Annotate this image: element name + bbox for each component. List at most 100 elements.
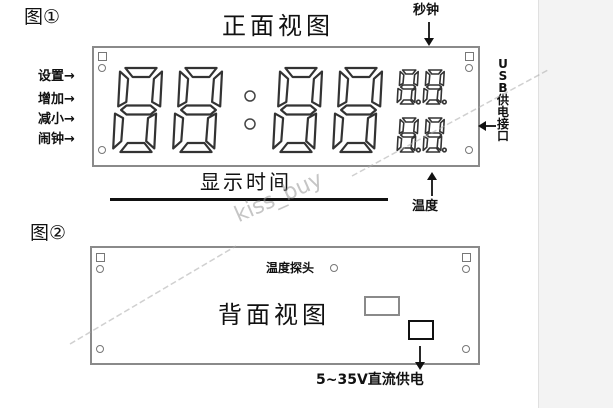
front-corner-hole-bl [98,146,106,154]
main-digit-2-segment-a [184,66,218,79]
power-arrowhead [415,362,425,370]
main-digit-4-segment-b [371,70,384,108]
seconds-arrowhead [424,38,434,46]
main-digit-1-segment-f [117,70,130,108]
seconds-digit-1-segment-a [401,69,417,75]
temperature-digit-1-segment-e [396,135,403,152]
main-digit-4 [332,66,384,154]
arrows [415,22,496,370]
back-corner-hole-tl [96,265,104,273]
temperature-digit-2-segment-f [424,118,431,135]
display-time-label: 显示时间 [200,170,292,194]
main-digit-3-segment-g [280,104,317,116]
left-label-set: 设置→ [38,69,75,84]
back-rect-top [364,296,400,316]
seconds-digit-1-segment-f [398,70,405,87]
temperature-digit-1-decimal-point [415,147,422,153]
main-digit-2-segment-f [177,70,190,108]
temperature-digit-2 [422,117,448,153]
main-digit-1-segment-a [124,66,158,79]
main-digit-4-segment-a [344,66,378,79]
main-digit-2-segment-d [179,141,213,154]
probe-label: 温度探头 [266,261,315,275]
main-digit-1-segment-d [119,141,153,154]
temperature-digit-1-segment-g [399,132,417,138]
main-digit-3-segment-f [277,70,290,108]
seconds-digit-2 [422,69,448,105]
main-digit-3-segment-e [272,112,285,150]
main-time-digits [112,66,384,154]
back-corner-mark-tr [462,253,471,262]
display-time-underline [110,198,388,201]
front-corner-mark-tl [98,52,107,61]
power-socket [408,320,434,340]
main-digit-4-segment-g [340,104,377,116]
main-digit-1-segment-e [112,112,125,150]
temperature-label: 温度 [412,199,439,214]
back-corner-hole-bl [96,345,104,353]
temperature-digit-1-segment-c [410,135,417,152]
main-digit-1-segment-b [151,70,164,108]
main-digit-2-segment-e [172,112,185,150]
temperature-digit-1-segment-a [401,117,417,123]
main-digit-1-segment-g [119,104,157,116]
front-corner-hole-br [465,146,473,154]
temperature-arrowhead [427,172,437,180]
temperature-digit-1-segment-b [412,118,420,135]
temperature-digit-1 [396,117,422,153]
main-digit-4-segment-f [337,70,350,108]
main-digit-3-segment-a [284,66,318,79]
main-digit-3-segment-c [305,112,318,150]
back-corner-mark-tl [96,253,105,262]
temperature-digit-2-segment-d [425,147,441,153]
watermark-dash-right [351,69,549,177]
colon-dot-top [244,90,256,102]
left-label-increase: 增加→ [38,92,75,107]
power-label: 5~35V直流供电 [316,372,424,388]
seconds-digit-2-segment-e [422,87,429,104]
seconds-digit-1-segment-e [396,87,403,104]
seconds-digit-2-segment-c [436,87,443,104]
seconds-digit-1-segment-d [399,99,415,105]
temperature-digit-1-segment-f [398,118,405,135]
main-digit-3-segment-b [311,70,324,108]
seconds-digit-1 [396,69,422,105]
temperature-digit-2-segment-e [422,135,429,152]
main-digit-2 [172,66,224,154]
back-corner-hole-br [462,345,470,353]
back-corner-hole-tr [462,265,470,273]
left-label-alarm: 闹钟→ [38,132,75,147]
temperature-digit-2-segment-g [425,132,443,138]
seconds-digit-2-segment-a [427,69,443,75]
main-digit-2-segment-b [211,70,224,108]
temperature-digit-2-segment-b [438,118,446,135]
front-corner-hole-tl [98,64,106,72]
figure2-label: 图② [30,222,67,244]
temperature-digit-2-decimal-point [441,147,448,153]
seconds-digit-2-decimal-point [441,99,448,105]
seconds-digit-1-segment-g [399,84,417,90]
main-digit-1 [112,66,164,154]
main-digit-1-segment-c [145,112,158,150]
main-digit-4-segment-d [339,141,373,154]
right-margin-band [538,0,613,408]
front-view-title: 正面视图 [222,12,334,40]
colon-dots [244,90,256,130]
colon-dot-bottom [244,118,256,130]
front-corner-hole-tr [465,64,473,72]
back-panel [90,246,480,365]
front-corner-mark-tr [465,52,474,61]
main-digit-3-segment-d [279,141,313,154]
temperature-digit-2-segment-a [427,117,443,123]
seconds-digit-1-segment-b [412,70,420,87]
watermark-dashes [69,69,549,345]
probe-hole [330,264,338,272]
figure1-label: 图① [24,6,61,28]
main-digit-2-segment-g [180,104,217,116]
back-view-title: 背面视图 [218,301,330,329]
usb-power-label: USB供电接口 [496,57,509,143]
seconds-label: 秒钟 [413,3,440,18]
main-digit-4-segment-c [365,112,378,150]
seconds-digit-2-segment-b [438,70,446,87]
